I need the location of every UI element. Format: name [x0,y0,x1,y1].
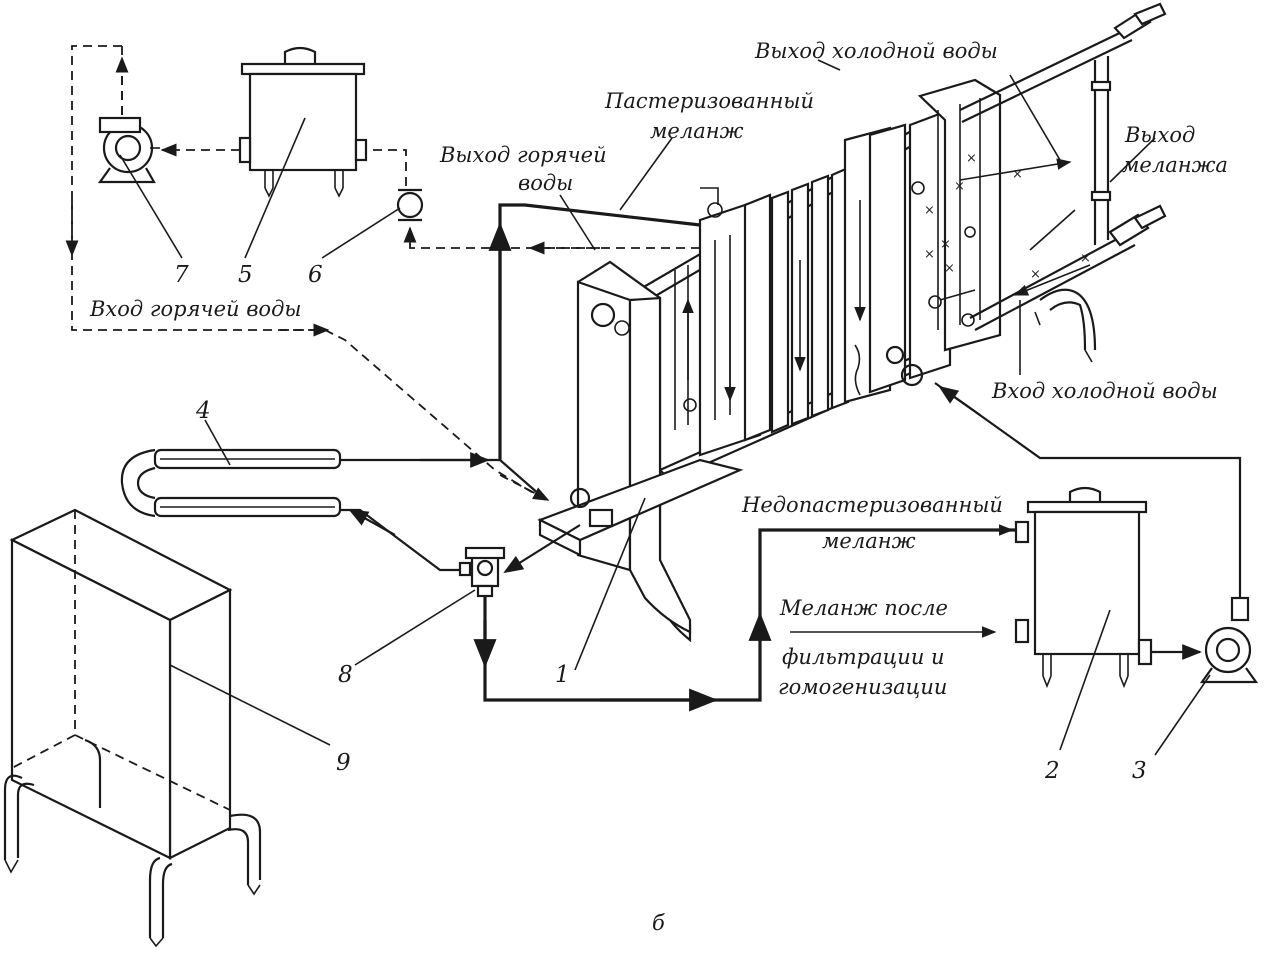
number-4: 4 [195,398,211,424]
hot-water-loop [65,45,700,501]
label-cold-water-out: Выход холодной воды [754,39,998,63]
svg-text:×: × [924,203,935,218]
svg-text:×: × [1080,251,1091,266]
annotations: Выход холодной воды Пастеризованный мела… [89,39,1228,935]
cold-water-pipes [939,2,1167,363]
label-after-filtration-1: Меланж после [779,596,948,620]
tank-2 [1014,486,1153,689]
svg-text:×: × [924,247,935,262]
valve-6 [396,188,424,222]
heat-exchange-plates: × × × × × × × × × [674,78,1091,457]
number-8: 8 [338,662,353,688]
pump-3 [1199,596,1259,684]
label-underpasteurized-1: Недопастеризованный [741,493,1003,517]
number-6: 6 [308,262,323,288]
number-5: 5 [238,262,253,288]
label-hot-water-out-2: воды [518,171,573,195]
svg-text:×: × [944,261,955,276]
component-numbers: 7 5 6 4 8 1 9 2 3 [174,262,1147,784]
label-melange-out-1: Выход [1124,123,1195,147]
svg-text:×: × [940,237,951,252]
label-underpasteurized-2: меланж [822,529,916,553]
number-1: 1 [555,662,570,688]
number-7: 7 [174,262,189,288]
svg-text:×: × [966,151,977,166]
cooling-marks: × × × × × × × × × [924,151,1091,282]
pump-7 [97,116,160,184]
number-2: 2 [1044,758,1060,784]
label-pasteurized-2: меланж [650,119,744,143]
pasteurizer-1: × × × × × × × × × [537,78,1091,643]
valve-8 [458,546,506,598]
cabinet-9 [3,508,262,948]
label-hot-water-out-1: Выход горячей [439,143,607,167]
svg-text:×: × [1012,167,1023,182]
label-hot-water-in: Вход горячей воды [89,297,301,321]
svg-text:×: × [954,179,965,194]
subfigure-letter: б [652,911,665,935]
number-9: 9 [336,750,351,776]
label-after-filtration-2: фильтрации и [782,645,945,669]
svg-text:×: × [1030,267,1041,282]
leader-lines [119,59,1211,756]
label-melange-out-2: меланжа [1122,153,1228,177]
label-pasteurized-1: Пастеризованный [604,89,814,113]
heater-4 [120,448,342,518]
label-after-filtration-3: гомогенизации [778,675,947,699]
label-cold-water-in: Вход холодной воды [991,379,1218,403]
flow-lines [340,187,1242,712]
number-3: 3 [1132,758,1147,784]
